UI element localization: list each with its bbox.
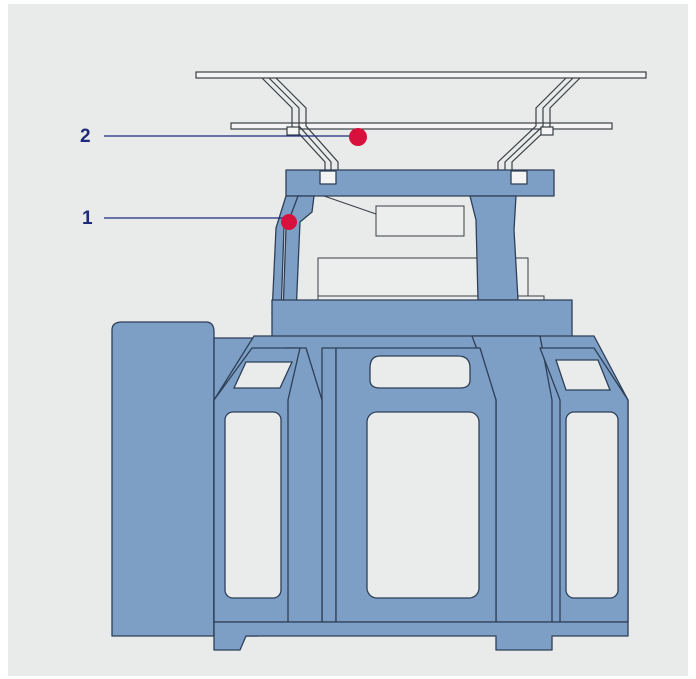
creel-lower-plate: [230, 122, 613, 130]
creel-support-right: [511, 77, 581, 178]
creel-top-plate: [195, 71, 647, 79]
creel-structure: [195, 71, 647, 178]
callout-1-marker: [281, 214, 297, 230]
callout-2-label: 2: [80, 126, 91, 147]
machine-left-cabinet: [111, 321, 215, 637]
window-top-right: [555, 359, 611, 391]
callout-1-label: 1: [82, 208, 93, 229]
callout-2: 2: [80, 126, 367, 147]
window-top-center: [369, 355, 471, 389]
machine-windows: [224, 355, 619, 599]
window-lower-right: [565, 411, 619, 599]
machine-feet: [213, 621, 629, 651]
window-lower-left: [224, 411, 282, 599]
window-lower-center: [366, 411, 480, 599]
callout-1: 1: [82, 208, 297, 230]
callout-2-marker: [349, 128, 367, 146]
window-top-left: [232, 361, 294, 389]
machine-right-upright: [469, 195, 519, 301]
creel-support-left: [261, 77, 326, 178]
